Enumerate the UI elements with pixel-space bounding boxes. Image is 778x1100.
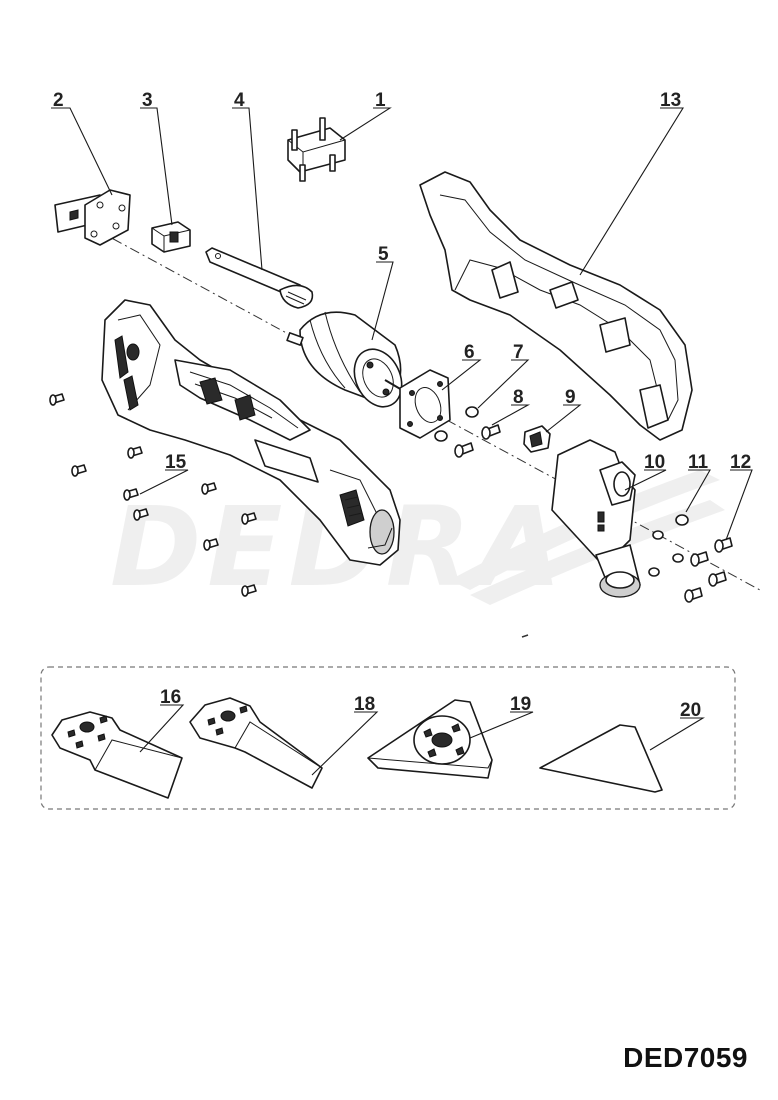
callout-3: 3 bbox=[142, 90, 153, 111]
callout-1: 1 bbox=[375, 90, 386, 111]
part-13-housing-half bbox=[419, 171, 693, 441]
callout-13: 13 bbox=[660, 90, 681, 111]
callout-5: 5 bbox=[378, 244, 389, 265]
part-19-sanding-pad bbox=[367, 699, 493, 779]
part-2-plate bbox=[54, 189, 131, 246]
callout-4: 4 bbox=[234, 90, 245, 111]
part-9-clip bbox=[523, 425, 551, 453]
callout-12: 12 bbox=[730, 452, 751, 473]
part-8-screws bbox=[454, 424, 501, 458]
part-12-screws bbox=[684, 537, 733, 603]
callout-8: 8 bbox=[513, 387, 524, 408]
callout-6: 6 bbox=[464, 342, 475, 363]
callout-15: 15 bbox=[165, 452, 187, 473]
callout-18: 18 bbox=[354, 694, 375, 715]
callout-19: 19 bbox=[510, 694, 531, 715]
callout-2: 2 bbox=[53, 90, 64, 111]
callout-7: 7 bbox=[513, 342, 524, 363]
leader-lines bbox=[51, 107, 753, 776]
callout-labels: 2 3 4 1 13 5 6 7 8 9 10 11 12 15 16 18 1… bbox=[53, 90, 751, 721]
part-16-blade bbox=[51, 711, 183, 799]
part-3-slide-switch bbox=[151, 221, 191, 253]
part-5-motor bbox=[286, 311, 403, 408]
part-15-screws bbox=[49, 393, 257, 597]
part-1-switch bbox=[287, 117, 346, 182]
part-4-slider-bar bbox=[205, 247, 314, 309]
part-10-gear-head bbox=[551, 439, 641, 598]
callout-10: 10 bbox=[644, 452, 665, 473]
part-18-plunge-blade bbox=[189, 697, 323, 789]
tool-body-housing bbox=[101, 299, 401, 566]
part-6-flange bbox=[399, 369, 451, 439]
callout-16: 16 bbox=[160, 687, 181, 708]
callout-9: 9 bbox=[565, 387, 576, 408]
assembly-axis bbox=[59, 209, 761, 591]
part-7-washer bbox=[434, 406, 479, 442]
callout-11: 11 bbox=[688, 452, 709, 473]
model-code: DED7059 bbox=[623, 1042, 748, 1073]
small-mark bbox=[521, 634, 529, 638]
part-20-sanding-sheet bbox=[539, 724, 663, 793]
part-11-washers bbox=[648, 514, 689, 577]
callout-20: 20 bbox=[680, 700, 701, 721]
